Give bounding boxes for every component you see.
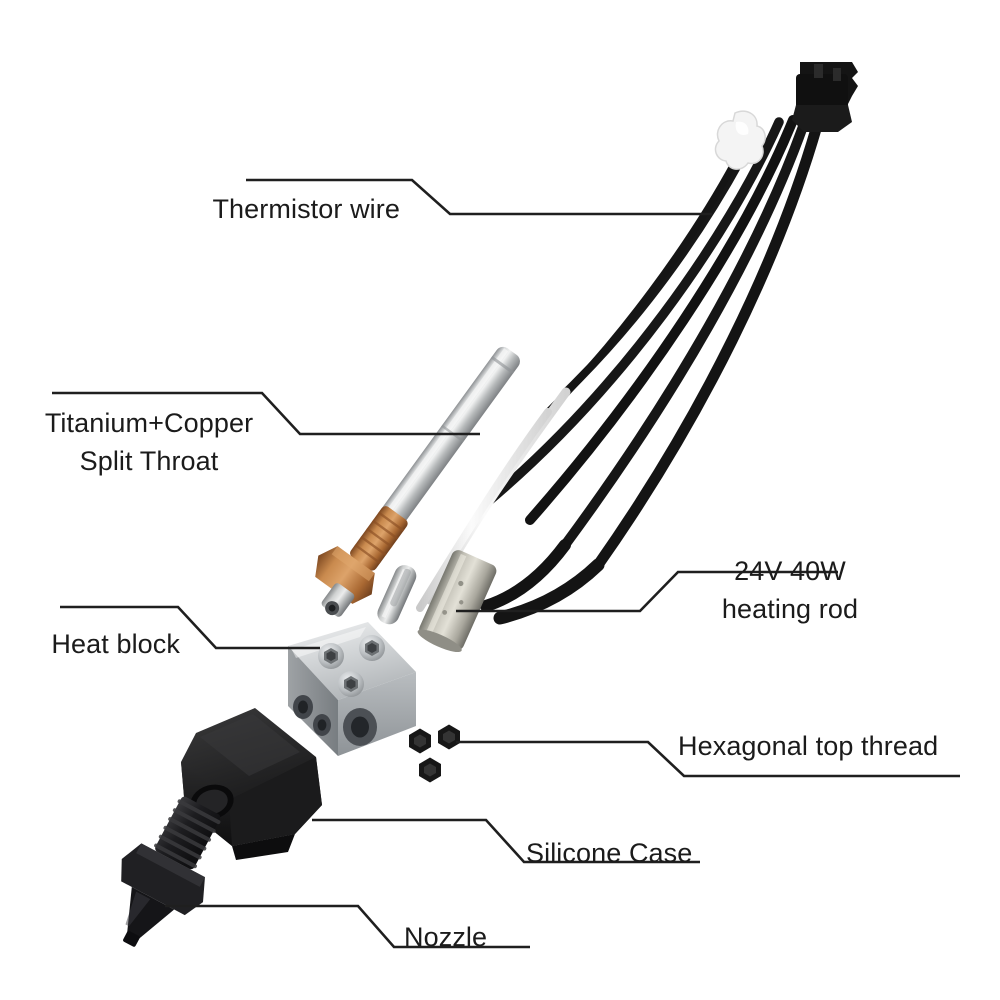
nozzle-part (121, 796, 221, 947)
label-split-throat-line-1: Titanium+Copper (44, 408, 254, 438)
leader-heating-rod (456, 570, 838, 613)
leader-lines (52, 178, 960, 949)
black-connector-icon (792, 62, 858, 132)
label-heating-rod-line-1: 24V 40W (734, 556, 846, 586)
leader-silicone-case (312, 818, 700, 864)
leader-hex-top-thread (456, 740, 960, 778)
label-heating-rod: 24V 40W heating rod (700, 552, 880, 629)
label-thermistor-wire: Thermistor wire (60, 190, 400, 228)
split-throat-part (315, 346, 520, 617)
label-nozzle-line-1: Nozzle (404, 922, 488, 952)
label-heating-rod-line-2: heating rod (721, 594, 859, 625)
thermistor-probe-part (377, 565, 417, 625)
white-connector-icon (714, 110, 766, 170)
heating-rod-part (417, 550, 497, 653)
label-split-throat-line-2: Split Throat (79, 446, 219, 477)
label-split-throat: Titanium+Copper Split Throat (14, 404, 284, 481)
label-hex-top-thread: Hexagonal top thread (678, 727, 998, 765)
label-heat-block-line-1: Heat block (51, 629, 180, 659)
wire-harness (416, 62, 858, 625)
leader-thermistor-wire (246, 178, 712, 216)
label-hex-top-thread-line-1: Hexagonal top thread (678, 731, 939, 761)
heat-block-part (288, 622, 416, 756)
leader-nozzle (165, 904, 530, 949)
leader-split-throat (52, 391, 480, 436)
silicone-case-part (181, 708, 322, 860)
hex-top-thread-screws (409, 724, 460, 783)
label-nozzle: Nozzle (404, 918, 604, 956)
label-silicone-case-line-1: Silicone Case (526, 838, 693, 868)
label-thermistor-wire-line-1: Thermistor wire (212, 194, 400, 224)
heat-block-screws (318, 635, 385, 697)
label-silicone-case: Silicone Case (526, 834, 786, 872)
leader-heat-block (60, 605, 320, 650)
label-heat-block: Heat block (10, 625, 180, 663)
